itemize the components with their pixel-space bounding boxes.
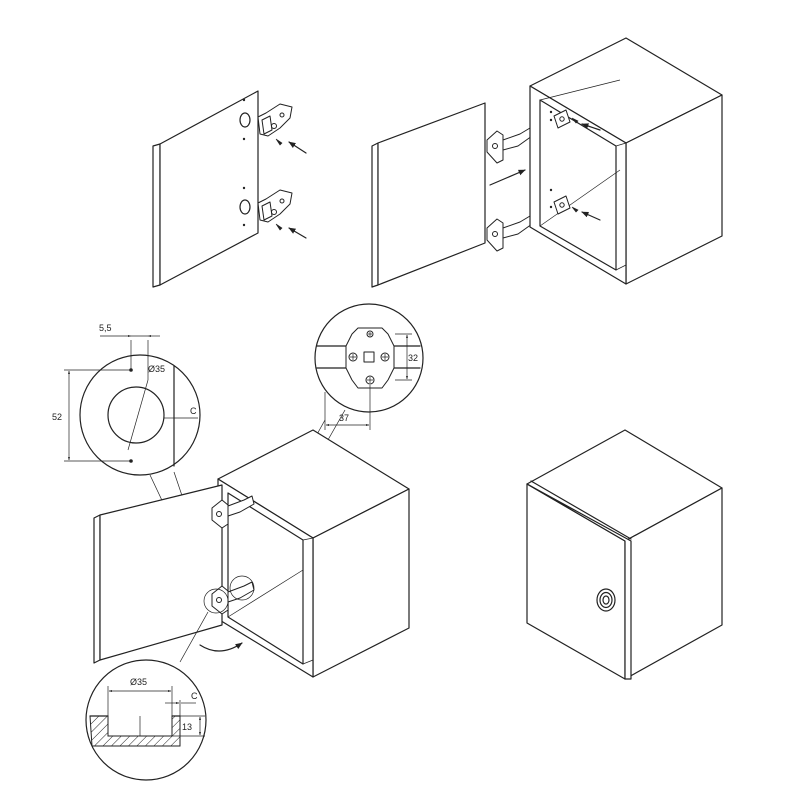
step1-door-with-hinges [152, 90, 307, 288]
mounting-plate [553, 195, 571, 215]
concealed-hinge-icon [211, 495, 255, 529]
door-edge [526, 483, 632, 680]
door-panel [99, 484, 223, 661]
concealed-hinge-icon [257, 103, 293, 137]
arrow-icon [489, 169, 526, 186]
step3-open-cabinet [93, 429, 410, 678]
door-edge [152, 143, 161, 288]
detail-circle [85, 659, 207, 781]
mounting-plate [553, 109, 571, 129]
rotation-arrow-icon [199, 642, 243, 652]
cup-hole [107, 386, 165, 444]
door-panel [377, 102, 486, 286]
detail-cup-drilling: 5,5 Ø35 C 52 [52, 323, 217, 603]
dim-edge-distance-section: C [191, 691, 198, 701]
door-edge [371, 142, 379, 288]
dim-cup-diameter-section: Ø35 [130, 677, 147, 687]
door-panel [159, 90, 259, 286]
step2-door-and-cabinet [371, 37, 723, 288]
detail-cup-section: Ø35 C 13 [85, 659, 207, 781]
cup-hole [239, 112, 251, 128]
dim-cup-diameter: Ø35 [148, 364, 165, 374]
concealed-hinge-icon [486, 215, 533, 252]
dim-height-spacing: 52 [52, 412, 62, 422]
door-knob-icon [596, 588, 616, 612]
arrow-icon [275, 138, 307, 154]
dim-cup-depth: 13 [182, 722, 192, 732]
arrow-icon [275, 223, 307, 239]
concealed-hinge-icon [486, 127, 533, 164]
arrow-icon [571, 117, 601, 131]
dim-offset-top: 5,5 [99, 323, 112, 333]
dim-plate-spacing: 32 [408, 353, 418, 363]
concealed-hinge-icon [211, 581, 255, 615]
door-edge [93, 514, 101, 664]
arrow-icon [571, 206, 601, 221]
dim-edge-distance: C [190, 406, 197, 416]
step4-closed-cabinet [526, 429, 723, 680]
concealed-hinge-icon [257, 189, 293, 223]
cup-hole [239, 199, 251, 215]
dim-plate-offset: 37 [339, 413, 349, 423]
